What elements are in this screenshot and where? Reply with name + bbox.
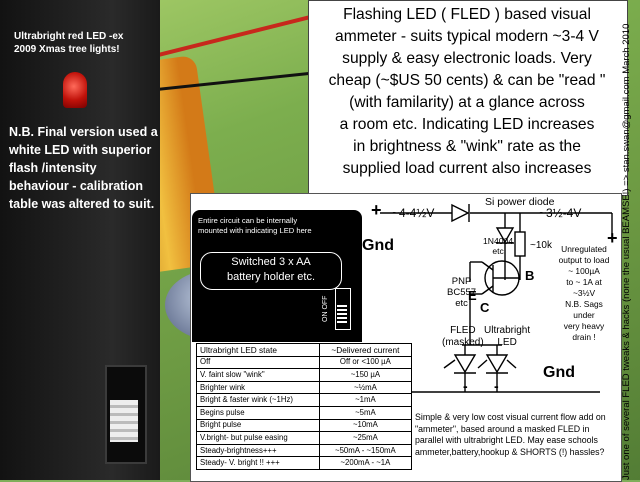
table-header: Ultrabright LED state xyxy=(196,343,320,357)
minus-right: - xyxy=(494,378,499,394)
table-row: V. faint slow "wink"~150 µA xyxy=(196,368,413,382)
pin-b: B xyxy=(525,268,535,283)
title-text: Flashing LED ( FLED ) based visual ammet… xyxy=(328,6,606,177)
output-note: Unregulated output to load ~ 100µA to ~ … xyxy=(558,244,610,342)
table-cell: ~½mA xyxy=(318,380,413,395)
table-cell: ~25mA xyxy=(318,431,413,445)
table-cell: Steady- V. bright !! +++ xyxy=(196,456,320,470)
battery-holder-box xyxy=(192,210,362,342)
switch-icon xyxy=(335,288,351,330)
table-cell: Bright & faster wink (~1Hz) xyxy=(196,393,320,407)
table-cell: ~10mA xyxy=(318,418,413,433)
table-cell: ~150 µA xyxy=(318,368,413,382)
table-cell: ~200mA - ~1A xyxy=(318,456,413,470)
table-cell: Off or <100 µA xyxy=(318,355,413,370)
table-row: Steady-brightness+++~50mA - ~150mA xyxy=(196,443,413,458)
voltage-in: ~4-4½V xyxy=(392,206,435,220)
table-cell: ~50mA - ~150mA xyxy=(318,443,413,458)
table-cell: ~1mA xyxy=(318,393,413,407)
voltage-out: ~3½-4V xyxy=(539,206,582,220)
led-caption: Ultrabright red LED -ex 2009 Xmas tree l… xyxy=(14,31,124,55)
table-row: Steady- V. bright !! +++~200mA - ~1A xyxy=(196,456,413,470)
pnp-label: PNP BC557 etc xyxy=(447,276,477,309)
fled-label: FLED (masked) xyxy=(442,325,484,348)
table-row: Brighter wink~½mA xyxy=(196,380,413,395)
table-cell: Brighter wink xyxy=(196,380,320,395)
table-cell: ~5mA xyxy=(318,405,413,420)
internal-mount-note: Entire circuit can be internally mounted… xyxy=(198,216,312,235)
table-cell: V.bright- but pulse easing xyxy=(196,431,320,445)
title-box xyxy=(308,0,628,196)
red-led-image xyxy=(63,72,87,108)
pin-c: C xyxy=(480,300,490,315)
pin-e: E xyxy=(468,288,477,303)
table-cell: Off xyxy=(196,355,320,370)
holder-switch-knob xyxy=(110,400,138,442)
ultra-led-label: Ultrabright LED xyxy=(484,325,531,348)
bottom-note: Simple & very low cost visual current fl… xyxy=(415,412,606,457)
diode-part: 1N4004 etc xyxy=(483,236,514,256)
switch-knob-icon xyxy=(337,305,347,325)
table-header-row: Ultrabright LED state ~Delivered current xyxy=(196,343,413,357)
table-row: V.bright- but pulse easing~25mA xyxy=(196,431,413,445)
table-header: ~Delivered current xyxy=(318,343,413,357)
table-cell: Bright pulse xyxy=(196,418,320,433)
table-row: Bright pulse~10mA xyxy=(196,418,413,433)
diode-label: Si power diode xyxy=(485,196,555,208)
table-row: Begins pulse~5mA xyxy=(196,405,413,420)
plus-left: + xyxy=(371,200,382,220)
minus-left: - xyxy=(463,378,468,394)
gnd-top: Gnd xyxy=(362,237,394,254)
table-row: Bright & faster wink (~1Hz)~1mA xyxy=(196,393,413,407)
table-cell: Begins pulse xyxy=(196,405,320,420)
switch-label: ON OFF xyxy=(322,295,329,322)
calibration-table: Ultrabright LED state ~Delivered current… xyxy=(196,343,413,470)
resistor-label: ~10k xyxy=(530,240,552,251)
table-cell: Steady-brightness+++ xyxy=(196,443,320,458)
battery-label: Switched 3 x AA battery holder etc. xyxy=(200,252,342,290)
nb-caption: N.B. Final version used a white LED with… xyxy=(9,125,158,211)
gnd-bottom: Gnd xyxy=(543,364,575,381)
table-cell: V. faint slow "wink" xyxy=(196,368,320,382)
plus-right: + xyxy=(607,228,618,248)
